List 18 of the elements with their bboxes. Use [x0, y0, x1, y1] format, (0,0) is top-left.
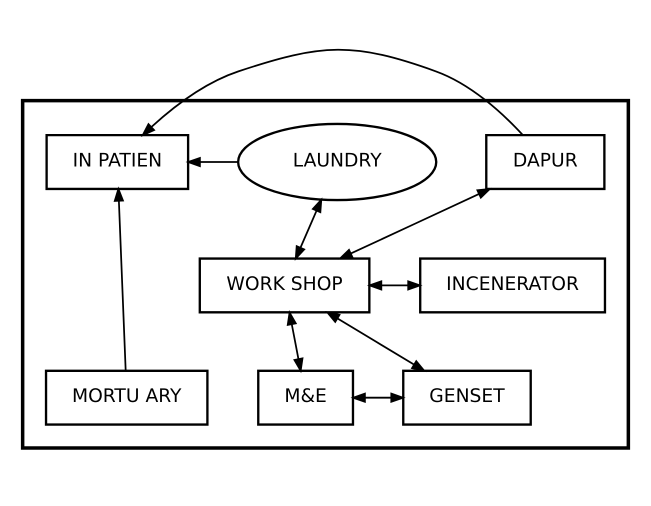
arrow	[338, 187, 492, 260]
node-box: MORTU ARY	[44, 369, 209, 426]
node-box: M&E	[257, 369, 354, 426]
arrow	[366, 280, 423, 290]
node-box: GENSET	[402, 369, 532, 426]
node-box: WORK SHOP	[198, 256, 371, 313]
arrow	[286, 310, 304, 373]
node-box: DAPUR	[485, 133, 606, 190]
arrow	[114, 186, 127, 370]
node-box: IN PATIEN	[45, 133, 190, 190]
arrow	[350, 392, 406, 403]
node-ellipse: LAUNDRY	[236, 122, 438, 201]
node-box: INCENERATOR	[419, 256, 606, 313]
arrow	[186, 156, 238, 167]
cluster	[20, 98, 630, 450]
arrow	[325, 310, 426, 372]
arrow	[140, 48, 524, 136]
arrow	[294, 196, 322, 260]
